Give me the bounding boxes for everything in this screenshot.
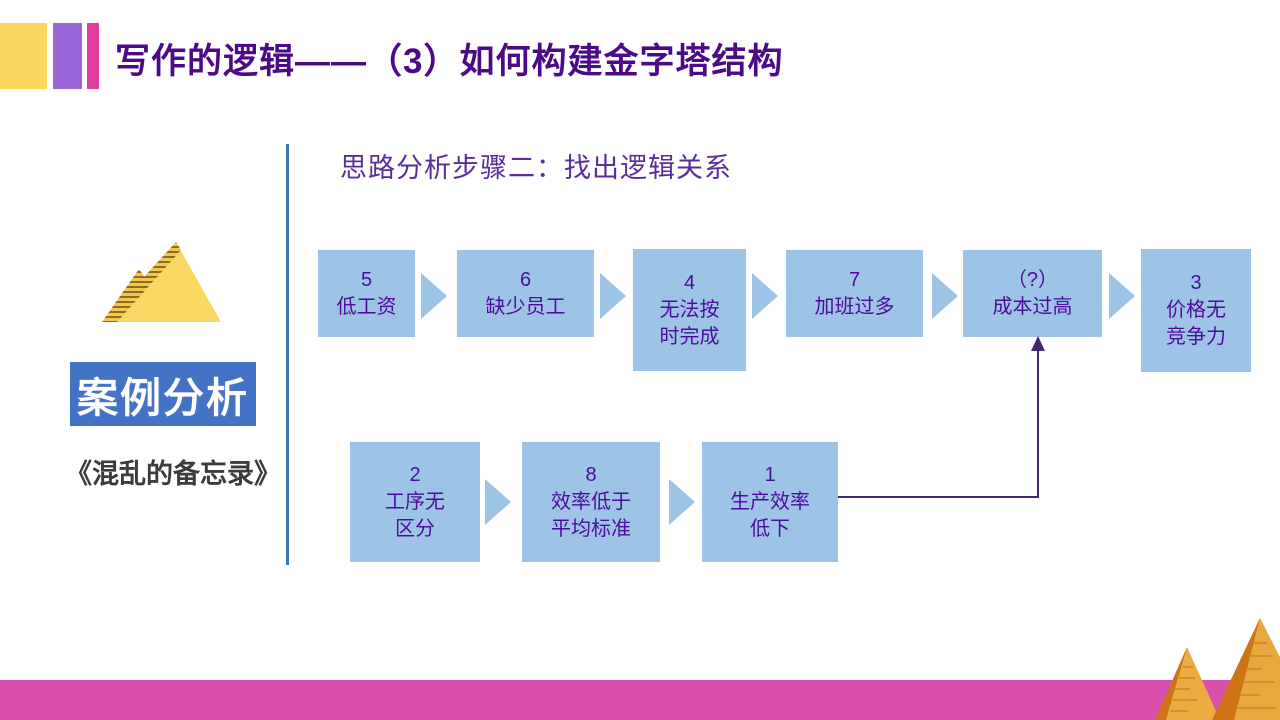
flow-box-uncompetitive-price: 3 价格无 竞争力 bbox=[1141, 249, 1251, 372]
flow-box-label: 区分 bbox=[395, 517, 435, 540]
flow-box-number: 6 bbox=[519, 268, 532, 291]
accent-bar-purple bbox=[53, 23, 82, 89]
up-arrow-connector bbox=[838, 336, 1045, 498]
flow-box-number: 1 bbox=[764, 463, 776, 486]
flow-box-label: 平均标准 bbox=[551, 517, 631, 540]
flow-box-label: 效率低于 bbox=[551, 490, 631, 513]
flow-box-low-production-efficiency: 1 生产效率 低下 bbox=[702, 442, 838, 562]
flow-box-number: （?） bbox=[1006, 268, 1059, 291]
accent-bar-yellow bbox=[0, 23, 47, 89]
flow-box-label: 成本过高 bbox=[992, 295, 1073, 318]
flow-box-label: 缺少员工 bbox=[485, 295, 566, 318]
flow-box-number: 7 bbox=[848, 268, 861, 291]
bottom-accent-band bbox=[0, 680, 1280, 720]
flow-box-undifferentiated-processes: 2 工序无 区分 bbox=[350, 442, 480, 562]
right-triangle-arrow-icon bbox=[932, 273, 958, 319]
flow-box-number: 5 bbox=[360, 268, 373, 291]
flow-box-label: 工序无 bbox=[385, 490, 445, 513]
case-source-title: 《混乱的备忘录》 bbox=[65, 459, 281, 489]
flow-box-label: 无法按 bbox=[659, 298, 720, 321]
flow-box-label: 低下 bbox=[750, 517, 790, 540]
case-analysis-label: 案例分析 bbox=[77, 375, 249, 421]
right-triangle-arrow-icon bbox=[752, 273, 778, 319]
flow-box-label: 低工资 bbox=[336, 295, 397, 318]
flow-box-label: 生产效率 bbox=[730, 490, 810, 513]
flow-box-label: 竞争力 bbox=[1166, 326, 1226, 348]
flow-box-low-wages: 5 低工资 bbox=[318, 250, 415, 337]
flow-box-cannot-finish-on-time: 4 无法按 时完成 bbox=[633, 249, 746, 371]
flow-box-number: 4 bbox=[683, 271, 696, 294]
vertical-divider bbox=[286, 144, 289, 565]
step-title: 思路分析步骤二：找出逻辑关系 bbox=[340, 153, 732, 183]
case-analysis-badge: 案例分析 bbox=[70, 362, 256, 426]
pyramids-icon bbox=[1155, 618, 1280, 720]
flow-box-number: 8 bbox=[585, 463, 597, 486]
right-triangle-arrow-icon bbox=[1109, 273, 1135, 319]
flow-box-label: 加班过多 bbox=[814, 295, 895, 318]
accent-bar-pink bbox=[87, 23, 99, 89]
flow-box-excessive-overtime: 7 加班过多 bbox=[786, 250, 923, 337]
flow-box-below-average-efficiency: 8 效率低于 平均标准 bbox=[522, 442, 660, 562]
pyramids-icon bbox=[102, 242, 221, 322]
right-triangle-arrow-icon bbox=[485, 479, 511, 525]
right-triangle-arrow-icon bbox=[421, 273, 447, 319]
page-title: 写作的逻辑——（3）如何构建金字塔结构 bbox=[115, 42, 784, 81]
right-triangle-arrow-icon bbox=[669, 479, 695, 525]
flow-box-high-cost: （?） 成本过高 bbox=[963, 250, 1102, 337]
flow-box-number: 3 bbox=[1190, 272, 1202, 294]
right-triangle-arrow-icon bbox=[600, 273, 626, 319]
flow-box-staff-shortage: 6 缺少员工 bbox=[457, 250, 594, 337]
flow-box-number: 2 bbox=[409, 463, 421, 486]
flow-box-label: 时完成 bbox=[659, 325, 720, 348]
flow-box-label: 价格无 bbox=[1166, 299, 1226, 321]
